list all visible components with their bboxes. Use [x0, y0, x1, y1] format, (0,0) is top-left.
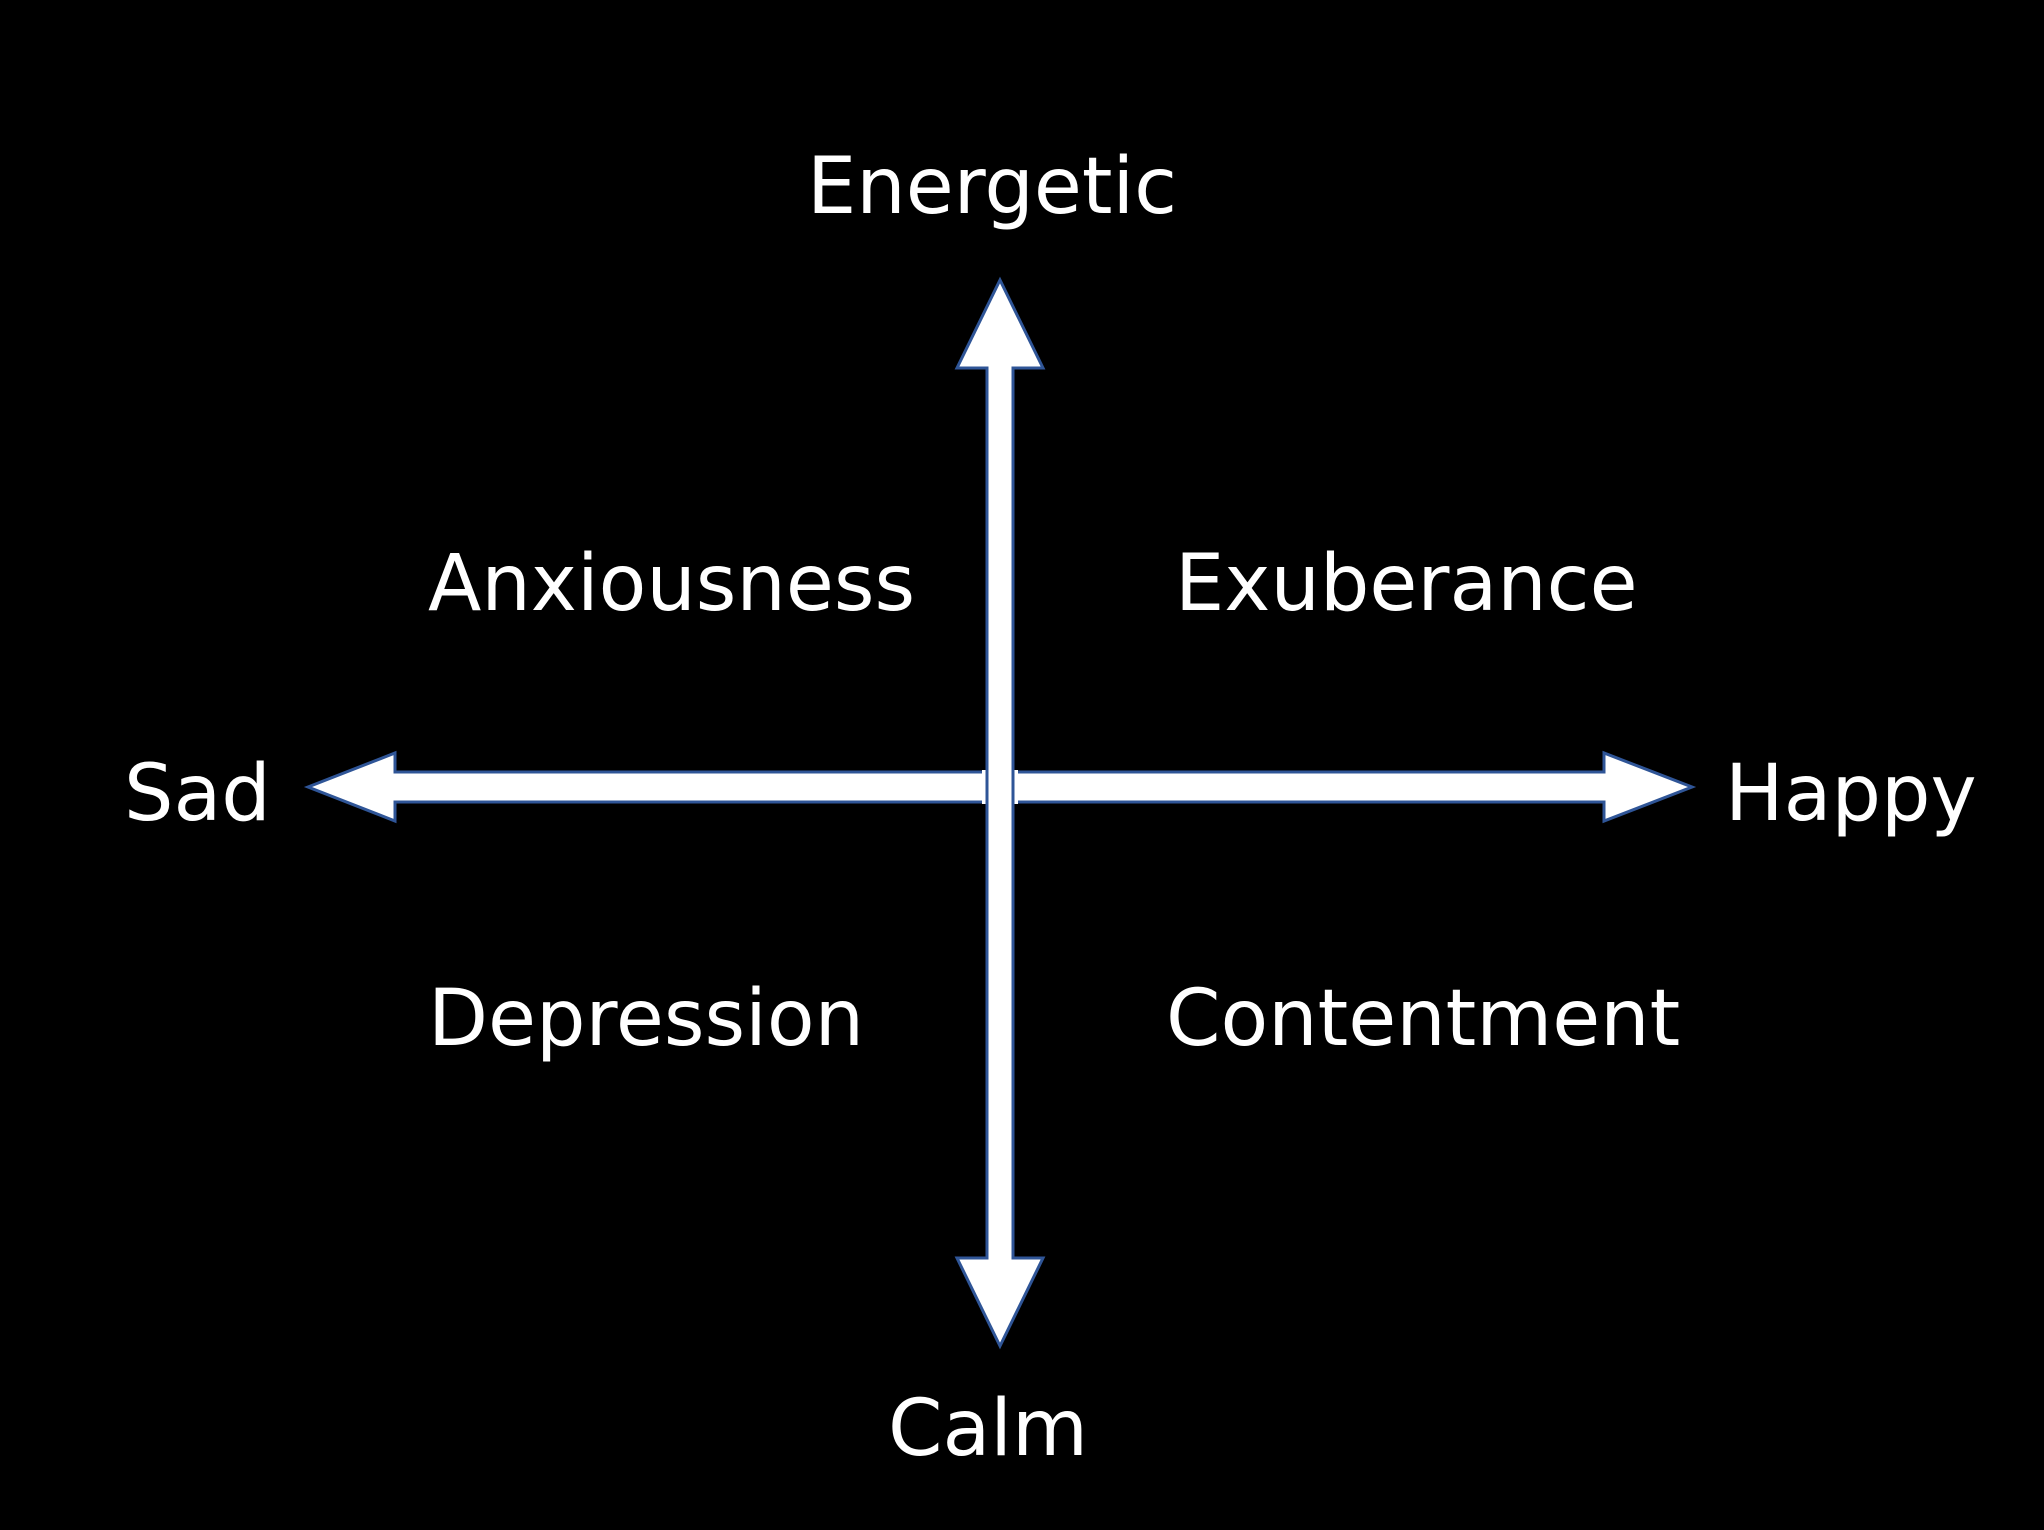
- axis-label-bottom: Calm: [888, 1384, 1088, 1474]
- quadrant-label-bottom-right: Contentment: [1166, 974, 1681, 1064]
- quadrant-label-top-left: Anxiousness: [428, 539, 916, 629]
- axis-label-right: Happy: [1725, 749, 1977, 839]
- quadrant-label-bottom-left: Depression: [428, 974, 865, 1064]
- vertical-axis-arrow: [954, 276, 1046, 1350]
- axis-label-top: Energetic: [806, 142, 1178, 232]
- axis-label-left: Sad: [124, 749, 271, 839]
- quadrant-label-top-right: Exuberance: [1175, 539, 1638, 629]
